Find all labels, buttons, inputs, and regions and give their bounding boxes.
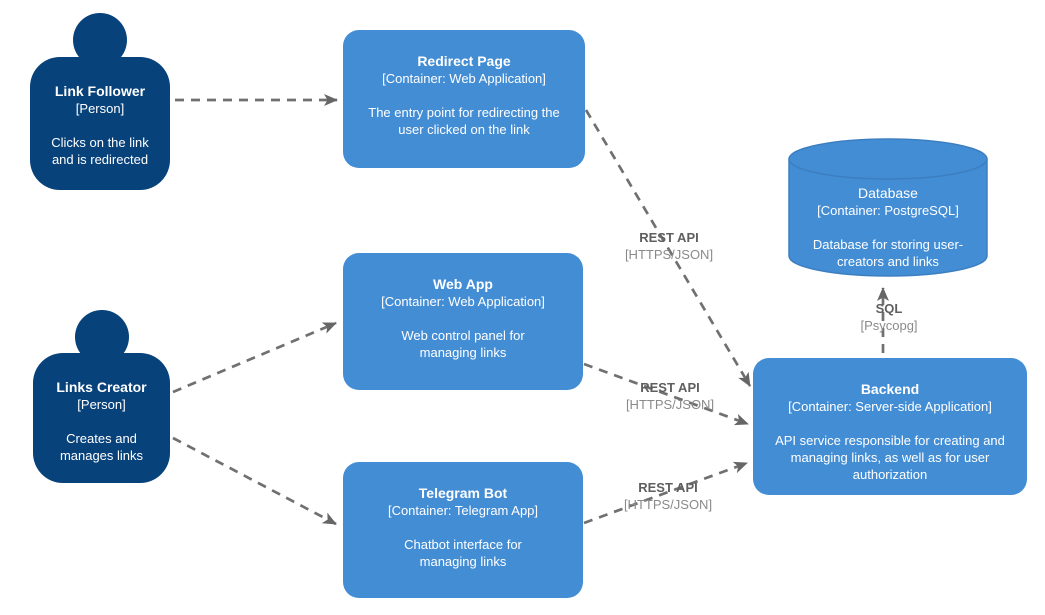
person-links-creator: Links Creator [Person] Creates and manag… (33, 310, 170, 483)
container-description: Database for storing user-creators and l… (812, 237, 964, 269)
container-description: Web control panel for managing links (401, 328, 525, 360)
container-name: Redirect Page (417, 53, 511, 69)
person-description: Creates and manages links (59, 431, 144, 463)
container-type: [Container: Server-side Application] (788, 399, 992, 414)
edge-label-backend-database: SQL [Psycopg] (860, 300, 917, 334)
container-type: [Container: Web Application] (382, 71, 546, 86)
edge-label-redirectpage-backend: REST API [HTTPS/JSON] (625, 229, 713, 263)
edge-telegrambot-backend (583, 461, 748, 525)
person-body: Links Creator [Person] Creates and manag… (33, 353, 170, 483)
container-name: Telegram Bot (418, 485, 508, 501)
person-type: [Person] (75, 101, 125, 116)
edge-label-tech: [Psycopg] (860, 318, 918, 333)
person-description: Clicks on the link and is redirected (51, 135, 149, 167)
edge-label-name: REST API (639, 230, 699, 245)
database-cylinder: Database [Container: PostgreSQL] Databas… (788, 138, 988, 277)
container-type: [Container: PostgreSQL] (817, 203, 959, 218)
edge-webapp-backend (583, 362, 749, 426)
edge-label-name: REST API (640, 380, 700, 395)
container-description: The entry point for redirecting the user… (368, 105, 560, 137)
database-text: Database [Container: PostgreSQL] Databas… (788, 138, 988, 270)
container-type: [Container: Web Application] (381, 294, 545, 309)
person-body: Link Follower [Person] Clicks on the lin… (30, 57, 170, 190)
edge-label-name: REST API (638, 480, 698, 495)
container-description: API service responsible for creating and… (775, 433, 1005, 482)
container-name: Web App (433, 276, 493, 292)
edge-label-webapp-backend: REST API [HTTPS/JSON] (626, 379, 714, 413)
person-name: Links Creator (56, 379, 147, 395)
person-link-follower: Link Follower [Person] Clicks on the lin… (30, 13, 170, 190)
person-type: [Person] (77, 397, 126, 412)
edge-label-tech: [HTTPS/JSON] (625, 397, 715, 412)
container-type: [Container: Telegram App] (387, 503, 539, 518)
container-description: Chatbot interface for managing links (404, 537, 522, 569)
container-redirect-page: Redirect Page [Container: Web Applicatio… (343, 30, 585, 168)
edge-linkscreator-telegrambot (172, 436, 337, 526)
container-name: Backend (860, 381, 920, 397)
edge-label-telegrambot-backend: REST API [HTTPS/JSON] (624, 479, 712, 513)
edge-redirectpage-backend (584, 109, 752, 387)
edge-label-name: SQL (875, 301, 903, 316)
container-name: Database (858, 185, 918, 201)
container-backend: Backend [Container: Server-side Applicat… (753, 358, 1027, 495)
edge-label-tech: [HTTPS/JSON] (624, 247, 714, 262)
container-web-app: Web App [Container: Web Application] Web… (343, 253, 583, 390)
edge-linkscreator-webapp (172, 321, 337, 394)
cylinder-shape-icon (788, 138, 988, 277)
edge-label-tech: [HTTPS/JSON] (623, 497, 713, 512)
container-telegram-bot: Telegram Bot [Container: Telegram App] C… (343, 462, 583, 598)
person-name: Link Follower (54, 83, 146, 99)
